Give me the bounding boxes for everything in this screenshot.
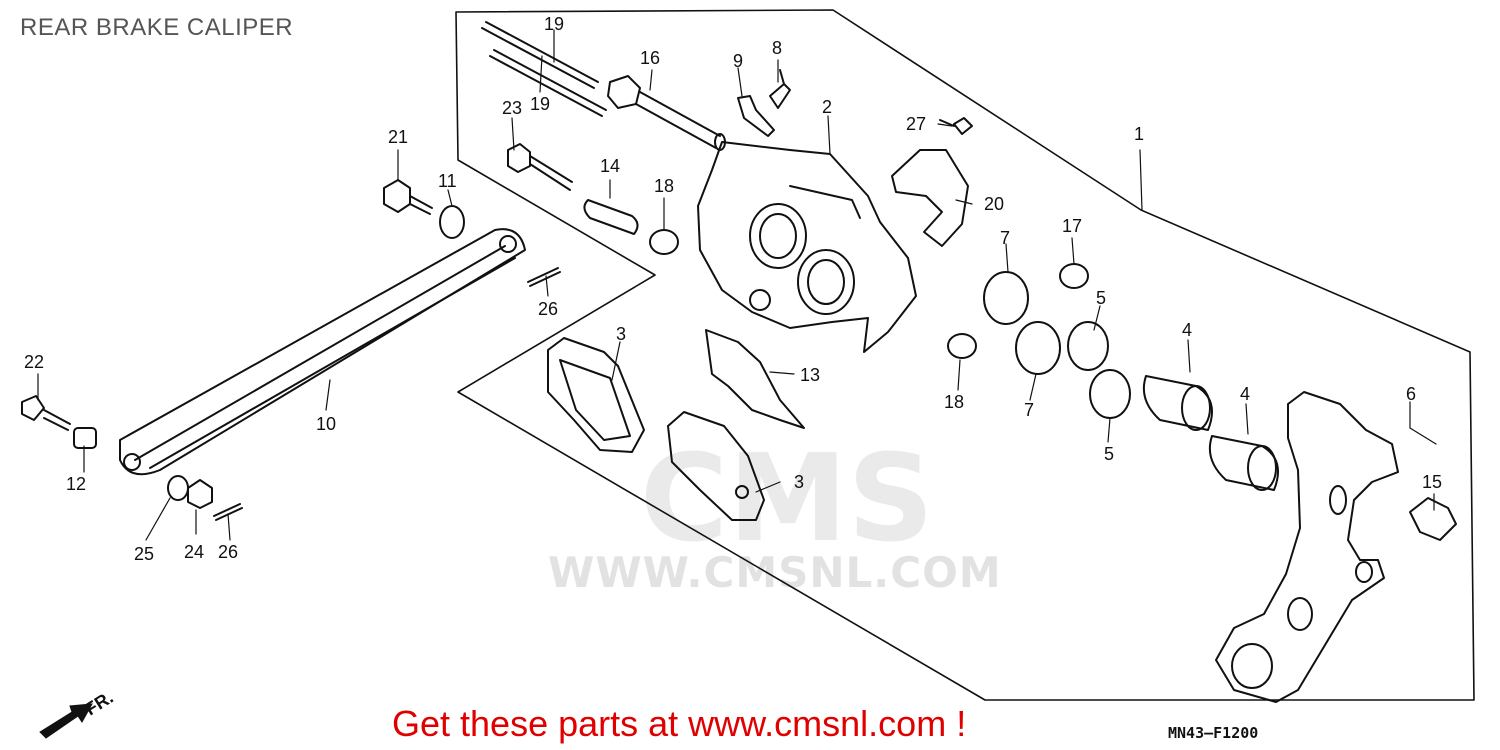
cap-9-part <box>737 95 775 137</box>
seal-5b-part <box>1089 369 1131 419</box>
callout-7b: 7 <box>1024 400 1034 420</box>
bolt-21-part <box>383 179 433 215</box>
callout-3b: 3 <box>794 472 804 492</box>
callout-6: 6 <box>1406 384 1416 404</box>
boot-18a-part <box>649 229 679 255</box>
callout-25: 25 <box>134 544 154 564</box>
bolt-27-part <box>939 117 973 135</box>
callout-16: 16 <box>640 48 660 68</box>
caliper-bracket-part <box>1215 391 1399 703</box>
callout-18a: 18 <box>654 176 674 196</box>
piston-4a-part <box>1142 375 1213 431</box>
callout-15: 15 <box>1422 472 1442 492</box>
seal-7a-part <box>983 271 1029 325</box>
washer-11-part <box>439 205 465 239</box>
caliper-body-part <box>697 141 917 353</box>
pin-19a-part <box>481 21 599 89</box>
pin-16-part <box>607 75 726 151</box>
diagram-title: REAR BRAKE CALIPER <box>20 14 294 41</box>
direction-label: FR. <box>82 687 117 719</box>
callout-11: 11 <box>438 171 457 191</box>
callout-19a: 19 <box>544 14 564 34</box>
callout-23: 23 <box>502 98 522 118</box>
front-direction-arrow <box>39 703 93 739</box>
sleeve-14-part <box>583 199 639 235</box>
bolt-23-part <box>507 143 573 191</box>
callout-1: 1 <box>1134 124 1144 144</box>
callout-5a: 5 <box>1096 288 1106 308</box>
boot-18b-part <box>947 333 977 359</box>
callout-17: 17 <box>1062 216 1082 236</box>
watermark-url: WWW.CMSNL.COM <box>548 548 1002 597</box>
collar-12-part <box>73 427 97 449</box>
callout-7a: 7 <box>1000 228 1010 248</box>
shim-13-part <box>705 329 805 429</box>
torque-rod-part <box>119 228 526 476</box>
bolt-22-part <box>21 395 71 431</box>
callout-20: 20 <box>984 194 1004 214</box>
callout-22: 22 <box>24 352 44 372</box>
pin-26b-part <box>213 503 243 521</box>
callout-5b: 5 <box>1104 444 1114 464</box>
callout-24: 24 <box>184 542 204 562</box>
assembly-boundary <box>455 9 1475 701</box>
watermark-logo: CMS <box>640 430 934 569</box>
callout-27: 27 <box>906 114 926 134</box>
bleeder-8-part <box>769 69 791 109</box>
callout-18b: 18 <box>944 392 964 412</box>
callout-13: 13 <box>800 365 820 385</box>
callout-2: 2 <box>822 97 832 117</box>
pin-26a-part <box>527 267 561 287</box>
pad-3a-part <box>547 337 645 453</box>
callout-26a: 26 <box>538 299 558 319</box>
callout-26b: 26 <box>218 542 238 562</box>
piston-4b-part <box>1208 435 1279 491</box>
callout-12: 12 <box>66 474 86 494</box>
washer-25-part <box>167 475 189 501</box>
callout-19b: 19 <box>530 94 550 114</box>
seal-7b-part <box>1015 321 1061 375</box>
callout-4b: 4 <box>1240 384 1250 404</box>
pin-19b-part <box>489 49 607 117</box>
diagram-code: MN43–F1200 <box>1168 724 1259 742</box>
cta-banner[interactable]: Get these parts at www.cmsnl.com ! <box>392 703 967 744</box>
callout-4a: 4 <box>1182 320 1192 340</box>
callout-8: 8 <box>772 38 782 58</box>
callout-10: 10 <box>316 414 336 434</box>
boot-17-part <box>1059 263 1089 289</box>
pad-spring-20-part <box>891 149 969 247</box>
callout-9: 9 <box>733 51 743 71</box>
callout-21: 21 <box>388 127 408 147</box>
pad-3b-part <box>667 411 765 521</box>
callout-14: 14 <box>600 156 620 176</box>
callout-3a: 3 <box>616 324 626 344</box>
nut-24-part <box>187 479 213 509</box>
clip-15-part <box>1409 497 1457 541</box>
seal-5a-part <box>1067 321 1109 371</box>
